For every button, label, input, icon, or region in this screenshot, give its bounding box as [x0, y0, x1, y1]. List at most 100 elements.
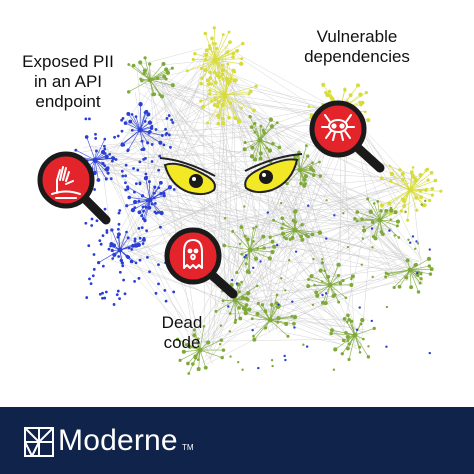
- graph-edge-70: [109, 150, 245, 286]
- hub-spoke-526: [329, 284, 347, 299]
- graph-node-419: [196, 337, 200, 341]
- graph-node-584: [94, 159, 98, 163]
- graph-node-538: [140, 226, 144, 229]
- hub-spoke-655: [127, 186, 151, 201]
- graph-node-237: [240, 280, 243, 284]
- graph-node-587: [172, 290, 176, 294]
- hub-spoke-560: [354, 334, 361, 353]
- graph-edge-224: [106, 171, 195, 348]
- graph-node-43: [229, 77, 233, 81]
- graph-node-571: [138, 236, 142, 240]
- graph-node-392: [245, 237, 250, 242]
- hub-spoke-607: [128, 113, 141, 131]
- graph-node-486: [103, 152, 107, 155]
- graph-node-31: [200, 76, 204, 80]
- graph-node-289: [97, 260, 101, 265]
- graph-edge-45: [135, 117, 249, 315]
- hub-spoke-648: [149, 182, 162, 201]
- graph-node-640: [118, 209, 122, 212]
- graph-edge-171: [115, 59, 202, 257]
- graph-node-245: [246, 291, 251, 296]
- graph-node-135: [433, 178, 438, 183]
- graph-node-79: [247, 92, 251, 96]
- graph-node-300: [137, 210, 142, 215]
- graph-node-681: [243, 205, 246, 208]
- hub-spoke-585: [215, 299, 236, 312]
- hub-spoke-740: [249, 236, 264, 251]
- hub-spoke-814: [86, 136, 96, 161]
- graph-node-591: [132, 167, 135, 170]
- hub-spoke-745: [224, 245, 251, 251]
- graph-node-303: [157, 211, 160, 214]
- graph-node-97: [126, 90, 131, 94]
- graph-node-703: [393, 234, 396, 237]
- graph-node-687: [404, 210, 407, 214]
- graph-node-277: [119, 258, 124, 263]
- graph-node-447: [348, 93, 353, 98]
- graph-edge-54: [163, 81, 246, 257]
- graph-node-180: [338, 281, 343, 286]
- graph-node-51: [208, 76, 213, 80]
- graph-node-483: [95, 149, 98, 153]
- graph-node-390: [251, 239, 255, 243]
- graph-node-115: [429, 170, 434, 175]
- hub-spoke-623: [119, 231, 127, 251]
- hub-spoke-453: [409, 168, 428, 191]
- bug-icon: [321, 114, 355, 141]
- graph-node-633: [164, 133, 168, 136]
- graph-node-411: [203, 365, 208, 370]
- graph-edge-186: [235, 216, 369, 295]
- graph-node-323: [428, 272, 433, 276]
- hub-spoke-841: [254, 123, 261, 141]
- hub-spoke-476: [409, 180, 436, 191]
- graph-node-465: [360, 100, 365, 105]
- hub-spoke-343: [201, 59, 216, 69]
- graph-node-129: [389, 179, 393, 183]
- hub-spoke-480: [391, 173, 411, 191]
- graph-node-565: [85, 296, 89, 299]
- graph-node-412: [186, 361, 190, 366]
- graph-node-311: [127, 195, 132, 200]
- graph-node-147: [300, 223, 304, 227]
- graph-node-671: [302, 343, 305, 346]
- graph-node-602: [137, 276, 141, 280]
- graph-edge-36: [145, 138, 310, 228]
- graph-node-66: [220, 116, 225, 121]
- graph-node-519: [118, 297, 121, 301]
- graph-node-72: [227, 79, 232, 84]
- graph-node-404: [222, 243, 227, 248]
- graph-node-588: [137, 199, 141, 203]
- hub-spoke-408: [209, 89, 226, 96]
- graph-node-729: [306, 204, 310, 207]
- graph-node-64: [227, 115, 231, 120]
- graph-node-387: [240, 252, 244, 256]
- graph-edge-71: [242, 259, 397, 308]
- graph-node-316: [125, 204, 129, 208]
- hub-spoke-828: [94, 157, 113, 161]
- graph-node-267: [147, 129, 152, 134]
- hub-spoke-414: [202, 94, 226, 108]
- graph-node-105: [418, 172, 423, 178]
- graph-edge-106: [413, 196, 424, 285]
- graph-node-302: [143, 218, 147, 223]
- graph-edge-153: [226, 83, 334, 111]
- graph-node-706: [355, 328, 359, 332]
- graph-node-0: [204, 52, 209, 57]
- hub-spoke-568: [348, 319, 356, 336]
- graph-node-670: [332, 368, 336, 371]
- graph-node-239: [228, 312, 232, 315]
- hub-spoke-497: [294, 229, 320, 233]
- graph-edge-148: [210, 310, 222, 349]
- graph-node-355: [370, 220, 375, 224]
- hub-spoke-386: [224, 85, 257, 96]
- hub-spoke-371: [208, 59, 216, 85]
- graph-node-507: [242, 147, 247, 152]
- hub-spoke-693: [379, 219, 398, 227]
- graph-edge-226: [97, 114, 336, 170]
- graph-node-535: [101, 291, 104, 295]
- graph-node-62: [217, 116, 221, 120]
- graph-node-580: [167, 133, 171, 137]
- graph-node-100: [160, 94, 164, 99]
- hub-spoke-361: [214, 59, 242, 65]
- hub-spoke-831: [254, 139, 261, 160]
